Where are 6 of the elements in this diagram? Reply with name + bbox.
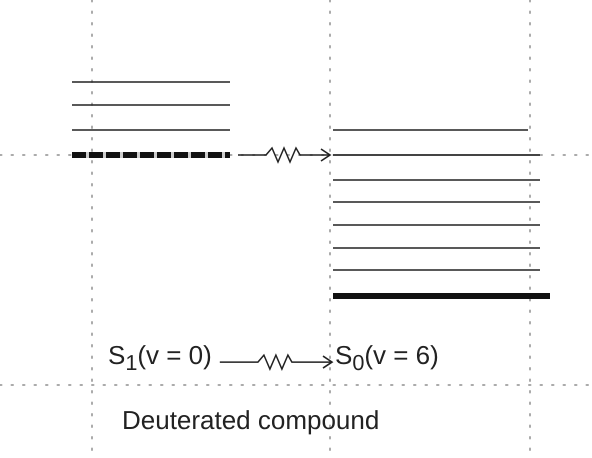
energy-level-line xyxy=(333,154,540,156)
caption-text: Deuterated compound xyxy=(122,405,380,435)
state-label: S$_{0}$(v = 6) xyxy=(335,340,439,378)
wavy-arrow xyxy=(238,146,331,164)
state-label: S$_{1}$(v = 0) xyxy=(108,340,212,378)
wavy-arrow xyxy=(220,353,333,371)
